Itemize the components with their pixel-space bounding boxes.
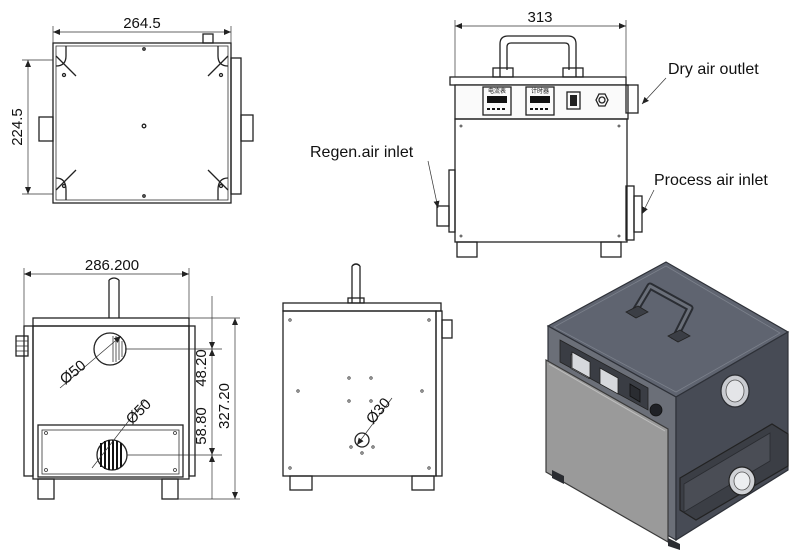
upper-port-diameter: Ø50 [57, 357, 90, 388]
callouts: Dry air outlet Regen.air inlet Process a… [310, 61, 768, 215]
rear-view: Ø30 [282, 263, 453, 491]
iso-current-meter [571, 351, 591, 379]
top-depth-dimension: 224.5 [9, 108, 26, 146]
regen-air-inlet-label: Regen.air inlet [310, 144, 414, 161]
regen-air-inlet-port [436, 205, 450, 227]
top-view: 264.5 224.5 [9, 15, 254, 204]
side-view-handle [108, 277, 120, 281]
top-width-dimension: 264.5 [123, 15, 161, 32]
total-height-dimension: 327.20 [216, 383, 233, 429]
lower-port-diameter: Ø50 [123, 396, 155, 428]
front-view-body [454, 118, 628, 243]
side-view-upper-port [93, 332, 127, 366]
side-view: Ø50 Ø50 286.200 48.20 [15, 257, 240, 500]
power-connector-icon [595, 93, 609, 107]
rear-view-port [354, 432, 370, 448]
dry-air-outlet-label: Dry air outlet [668, 61, 759, 78]
timer-meter: 计时器 [525, 86, 555, 116]
current-meter: 电流表 [482, 86, 512, 116]
front-view-handle [499, 35, 577, 77]
lower-port-height: 58.80 [193, 407, 210, 445]
process-air-inlet-port [633, 195, 643, 233]
rear-view-body [282, 310, 437, 477]
iso-power-switch [629, 383, 641, 403]
dry-air-outlet-port [625, 84, 639, 114]
top-view-side-bracket [230, 57, 242, 195]
timer-meter-label: 计时器 [531, 87, 549, 95]
top-view-plug [202, 33, 214, 44]
side-width-dimension: 286.200 [85, 257, 139, 274]
upper-port-height: 48.20 [193, 349, 210, 387]
process-air-inlet-label: Process air inlet [654, 172, 768, 189]
rear-port-diameter: Ø30 [363, 395, 394, 428]
iso-handle [625, 282, 694, 343]
iso-timer-meter [599, 367, 619, 395]
power-switch [566, 91, 581, 110]
side-view-filter-panel [37, 424, 184, 478]
iso-power-connector [649, 403, 663, 417]
top-view-process-port [240, 114, 254, 142]
current-meter-label: 电流表 [488, 87, 506, 95]
rear-view-handle [351, 263, 361, 267]
front-view: 电流表 计时器 313 [436, 9, 643, 258]
isometric-render [545, 261, 790, 550]
top-view-regen-port [38, 116, 54, 142]
front-width-dimension: 313 [527, 9, 552, 26]
top-view-outline [52, 42, 232, 204]
